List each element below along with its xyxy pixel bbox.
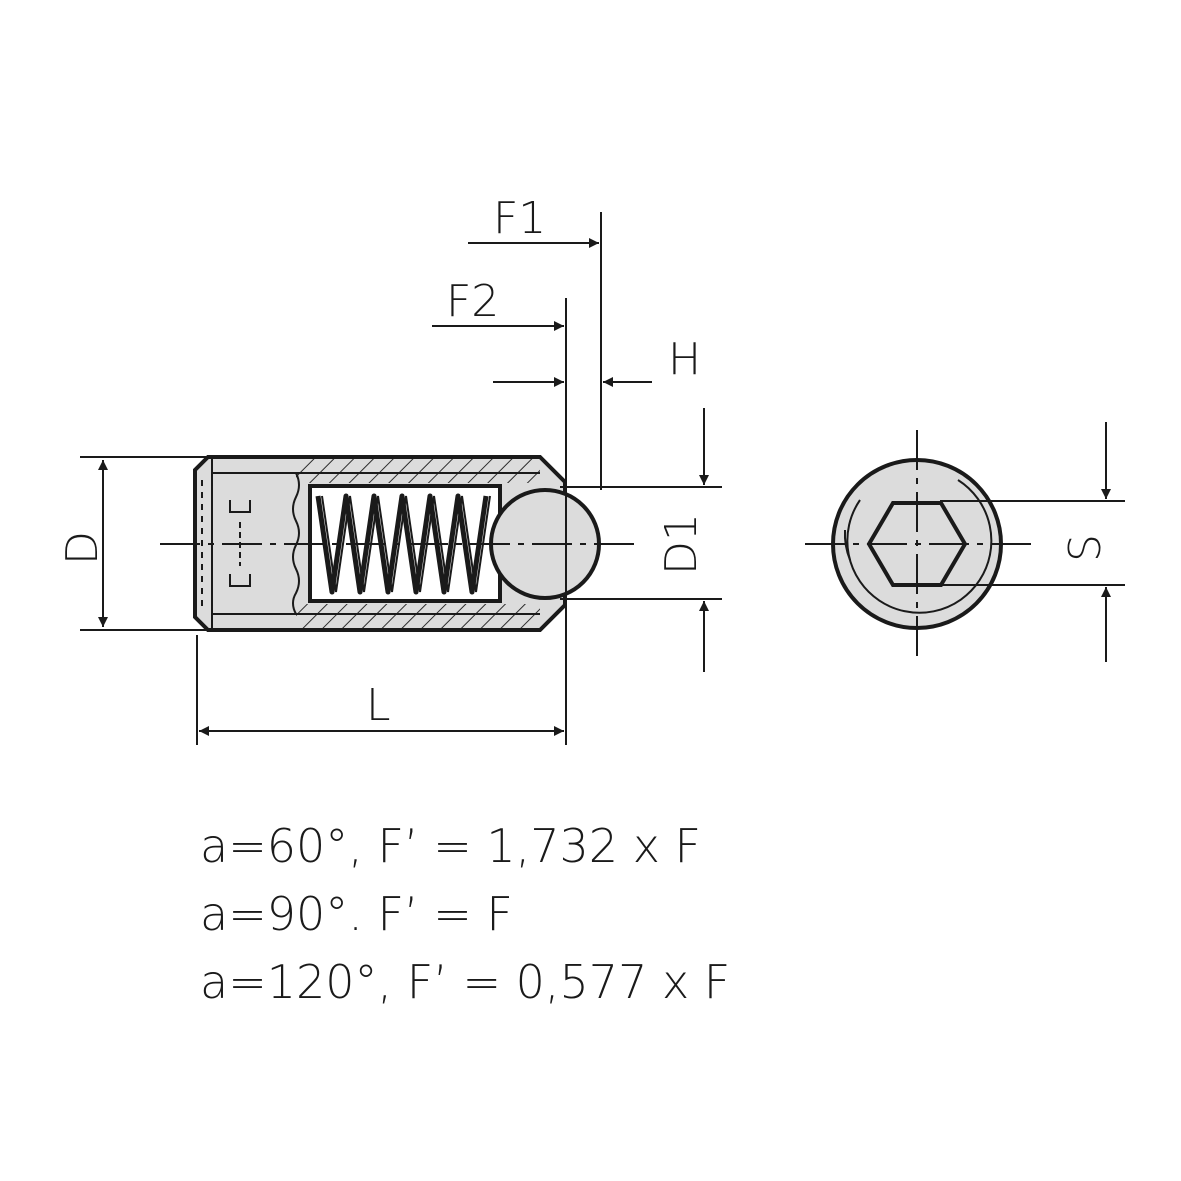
label-s: S xyxy=(1060,534,1111,562)
formula-120: a=120°, F’ = 0,577 x F xyxy=(200,955,731,1009)
label-d: D xyxy=(57,531,108,565)
spring xyxy=(315,493,489,595)
formula-60: a=60°, F’ = 1,732 x F xyxy=(200,819,701,873)
dimensions-end xyxy=(940,422,1125,662)
label-d1: D1 xyxy=(656,513,707,575)
end-view xyxy=(805,430,1035,660)
formula-90: a=90°. F’ = F xyxy=(200,887,513,941)
dimensions-side xyxy=(80,212,722,745)
label-h: H xyxy=(668,334,701,385)
side-view xyxy=(160,455,638,632)
label-f2: F2 xyxy=(446,276,499,327)
end-view-thread-arc xyxy=(846,479,993,614)
thread-band-bottom xyxy=(296,604,540,628)
force-formulas: a=60°, F’ = 1,732 x F a=90°. F’ = F a=12… xyxy=(200,812,1100,1016)
label-f1: F1 xyxy=(493,193,546,244)
label-l: L xyxy=(366,680,391,731)
thread-band-top xyxy=(296,459,540,483)
